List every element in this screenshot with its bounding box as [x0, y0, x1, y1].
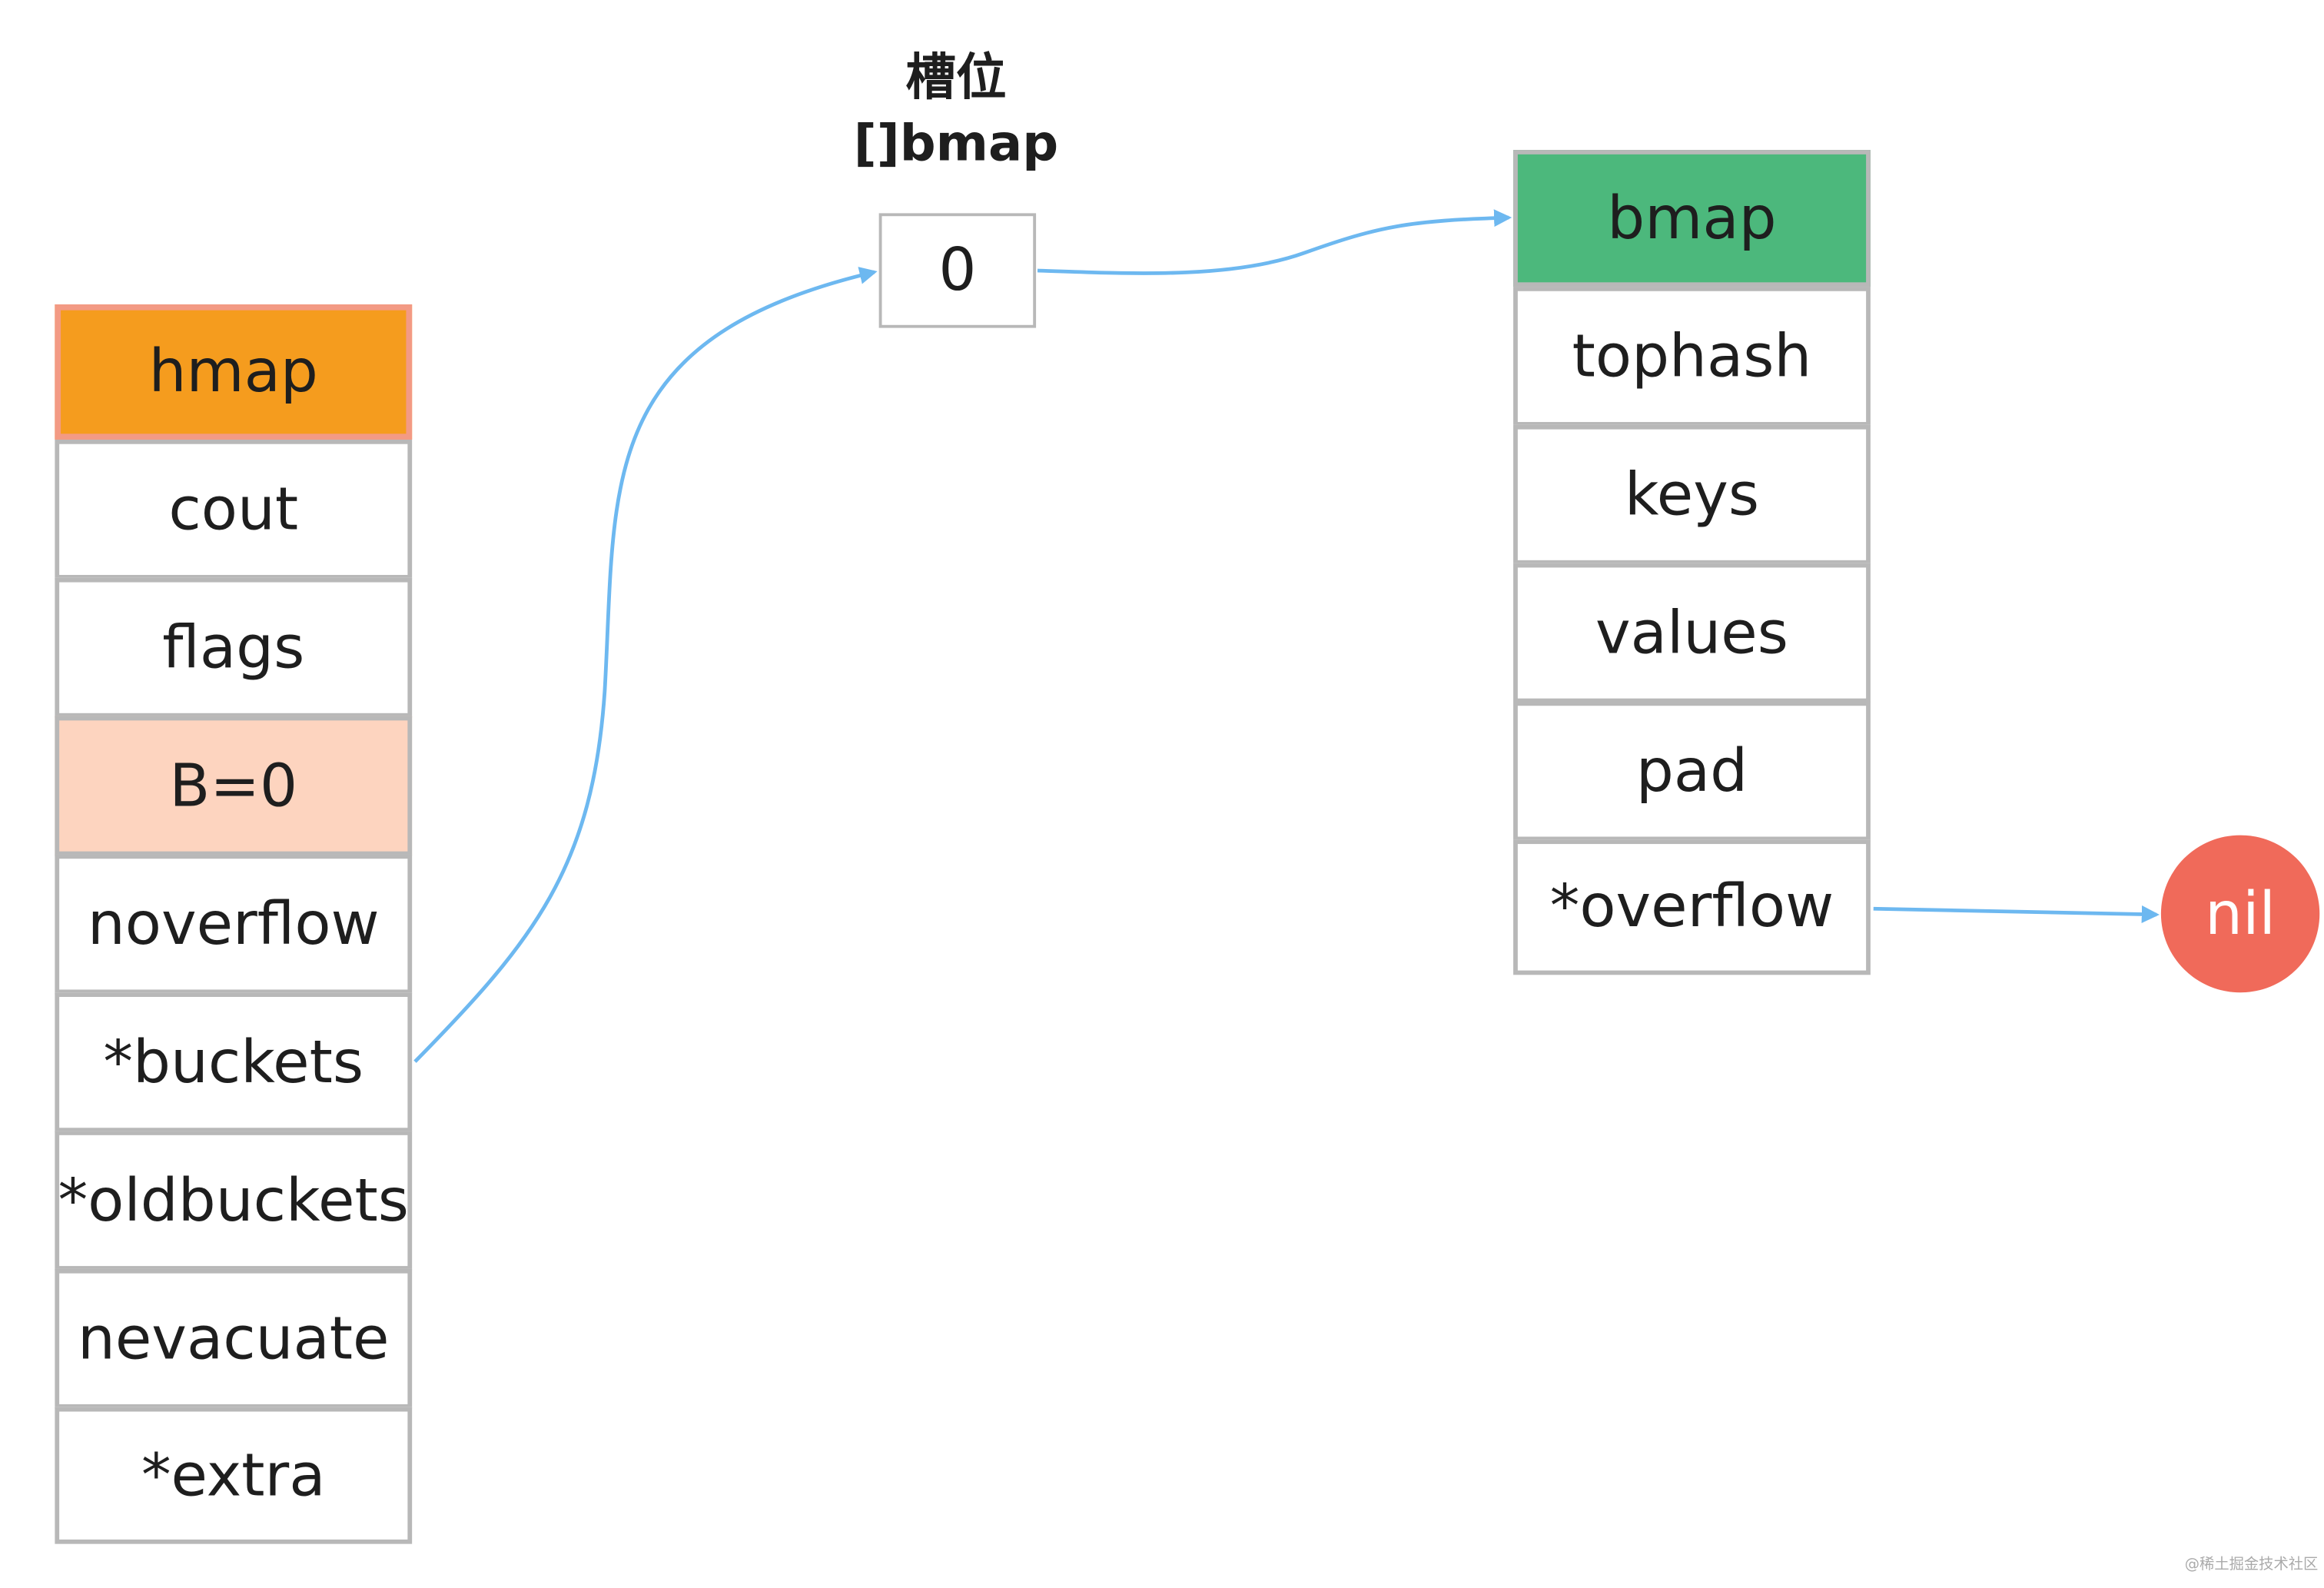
arrow-slot-to-bmap — [1037, 209, 1512, 275]
hmap-field-nevacuate: nevacuate — [55, 1268, 413, 1409]
hmap-field-oldbuckets: *oldbuckets — [55, 1131, 413, 1271]
hmap-field-label: *extra — [141, 1441, 326, 1510]
arrow-buckets-to-slot — [413, 267, 878, 1063]
hmap-field-label: *oldbuckets — [58, 1166, 409, 1234]
bmap-field-tophash: tophash — [1513, 287, 1871, 427]
bmap-field-label: *overflow — [1549, 873, 1834, 942]
hmap-field-buckets: *buckets — [55, 992, 413, 1133]
hmap-field-extra: *extra — [55, 1407, 413, 1544]
bmap-field-label: values — [1595, 599, 1788, 667]
hmap-header-label: hmap — [148, 337, 318, 406]
bmap-field-values: values — [1513, 563, 1871, 703]
bmap-header: bmap — [1513, 150, 1871, 287]
hmap-field-label: flags — [162, 613, 305, 682]
arrow-overflow-to-nil — [1873, 905, 2160, 923]
hmap-field-flags: flags — [55, 577, 413, 718]
slot-cell-label: 0 — [938, 236, 977, 304]
hmap-field-label: nevacuate — [77, 1304, 390, 1373]
slot-subtitle: []bmap — [853, 115, 1059, 174]
bmap-field-overflow: *overflow — [1513, 839, 1871, 975]
nil-label: nil — [2205, 879, 2276, 948]
hmap-field-label: cout — [168, 475, 299, 543]
watermark: @稀土掘金技术社区 — [2184, 1556, 2319, 1573]
hmap-field-b: B=0 — [55, 716, 413, 856]
hmap-field-label: *buckets — [103, 1028, 364, 1097]
bmap-header-label: bmap — [1607, 184, 1777, 253]
bmap-field-label: pad — [1635, 737, 1748, 806]
bmap-field-label: tophash — [1572, 322, 1812, 390]
hmap-field-label: noverflow — [87, 890, 380, 958]
hmap-field-label: B=0 — [169, 752, 298, 820]
hmap-field-noverflow: noverflow — [55, 854, 413, 995]
bmap-field-keys: keys — [1513, 424, 1871, 565]
nil-node: nil — [2160, 835, 2320, 993]
hmap-header: hmap — [55, 304, 413, 440]
bmap-field-label: keys — [1624, 460, 1760, 529]
slot-title: 槽位 — [905, 48, 1007, 108]
hmap-field-cout: cout — [55, 439, 413, 580]
slot-cell: 0 — [878, 213, 1037, 328]
bmap-field-pad: pad — [1513, 701, 1871, 842]
